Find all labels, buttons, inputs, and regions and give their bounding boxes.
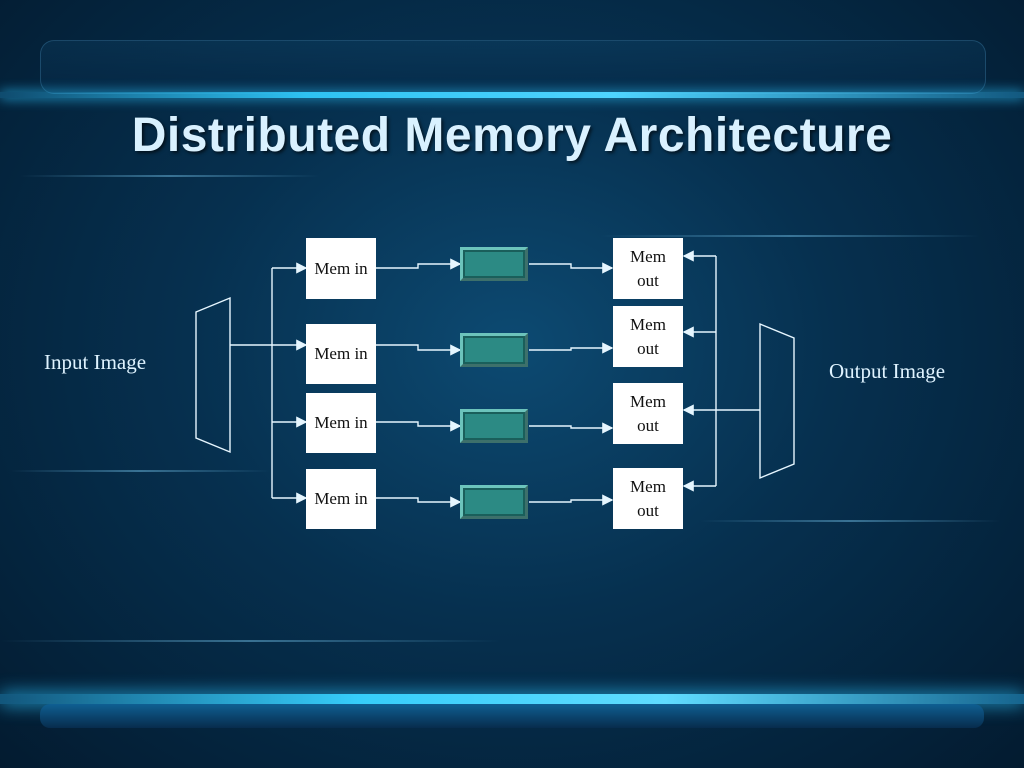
processing-unit: [460, 485, 528, 519]
input-image-label: Input Image: [44, 350, 147, 374]
mem-out-box: Mem out: [613, 468, 683, 529]
mem-out-box: Mem out: [613, 238, 683, 299]
mem-out-box: Mem out: [613, 383, 683, 444]
light-streak: [0, 640, 500, 642]
processing-unit: [460, 247, 528, 281]
bottom-glow-line: [0, 694, 1024, 704]
light-streak: [700, 520, 1000, 522]
output-mux-shape: [759, 322, 795, 480]
processing-unit: [460, 333, 528, 367]
input-demux-shape: [195, 296, 231, 454]
top-glow-line: [0, 92, 1024, 98]
mem-out-line2: out: [637, 338, 659, 358]
output-image-label: Output Image: [829, 359, 946, 383]
mem-out-line2: out: [637, 500, 659, 520]
bottom-frame-bar: [40, 704, 984, 728]
mem-out-line1: Mem: [630, 476, 666, 496]
mem-out-line2: out: [637, 415, 659, 435]
slide-title: Distributed Memory Architecture: [131, 109, 893, 162]
light-streak: [20, 175, 320, 177]
mem-out-line2: out: [637, 270, 659, 290]
mem-in-box: Mem in: [306, 393, 376, 453]
mem-in-box: Mem in: [306, 238, 376, 299]
processing-unit: [460, 409, 528, 443]
light-streak: [600, 235, 980, 237]
mem-out-box: Mem out: [613, 306, 683, 367]
mem-out-line1: Mem: [630, 391, 666, 411]
mem-in-box: Mem in: [306, 324, 376, 384]
top-frame-bar: [40, 40, 986, 94]
mem-out-line1: Mem: [630, 314, 666, 334]
light-streak: [10, 470, 270, 472]
mem-out-line1: Mem: [630, 246, 666, 266]
mem-in-box: Mem in: [306, 469, 376, 529]
